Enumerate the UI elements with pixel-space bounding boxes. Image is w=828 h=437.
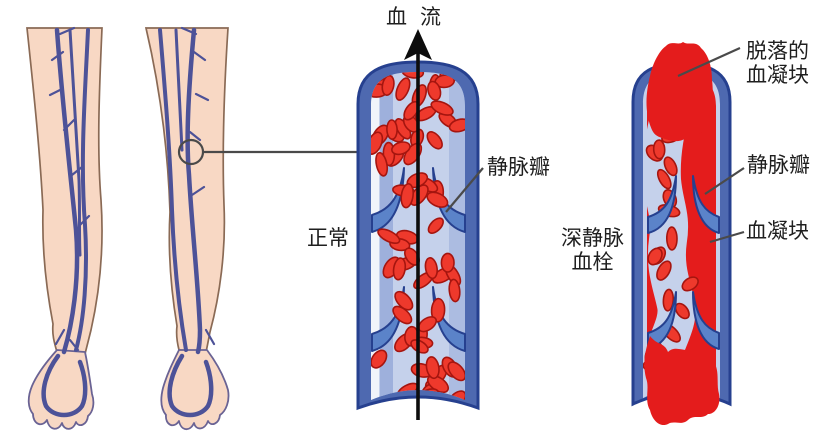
left-leg (26, 26, 103, 430)
label-blood-clot: 血凝块 (746, 220, 809, 243)
label-dvt: 深静脉 血栓 (561, 227, 624, 274)
leader-clot (709, 230, 745, 244)
dvt-vein-tube (631, 42, 732, 426)
leader-detached-clot (677, 46, 741, 78)
right-leg-veins (158, 26, 216, 418)
bottom-clot-blob (644, 336, 720, 426)
normal-vein-tube (356, 29, 480, 420)
blood-flow-arrow (404, 29, 432, 420)
leader-valve-normal (445, 167, 484, 213)
label-venous-valve-dvt: 静脉瓣 (747, 154, 810, 177)
label-detached-clot: 脱落的 血凝块 (746, 40, 809, 87)
red-blood-cells-normal (371, 72, 465, 400)
detached-clot-blob (646, 42, 713, 142)
label-blood-flow: 血流 (386, 6, 454, 29)
legs-illustration (26, 26, 358, 431)
left-leg-veins (41, 26, 91, 418)
right-leg (144, 26, 230, 431)
venous-valves-dvt (647, 175, 720, 350)
label-normal: 正常 (307, 227, 349, 250)
leader-valve-dvt (704, 167, 745, 195)
leader-lines (445, 46, 745, 244)
label-venous-valve-normal: 静脉瓣 (487, 156, 550, 179)
